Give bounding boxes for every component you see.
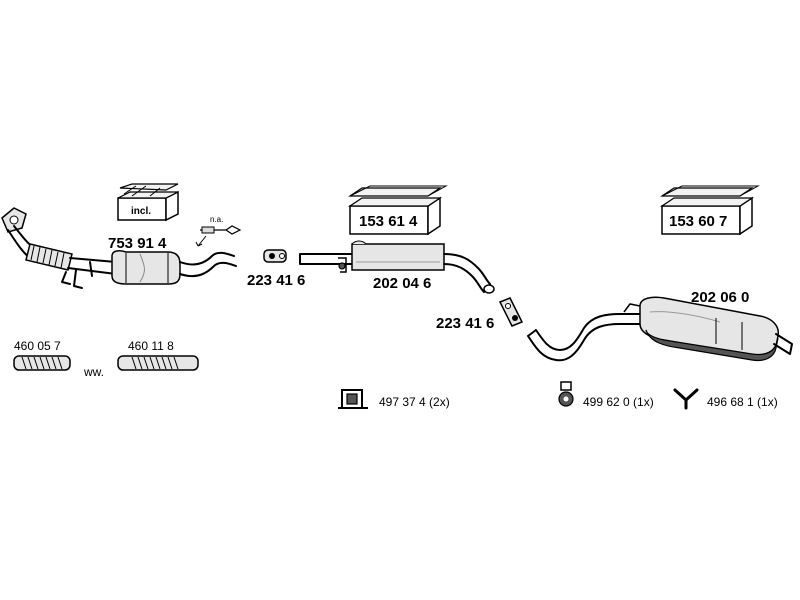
mount-3-icon (673, 388, 699, 410)
centre-silencer-number: 202 04 6 (373, 275, 431, 292)
box-1-number: 153 61 4 (359, 213, 418, 230)
flex-pipe-1-icon (13, 355, 71, 371)
sensor-note: n.a. (210, 215, 223, 224)
incl-parts-box: incl. (117, 183, 179, 222)
flex-pipe-2-number: 460 11 8 (128, 339, 174, 353)
centre-silencer (299, 240, 495, 294)
box-2: 153 60 7 (660, 185, 760, 236)
mount-3-number: 496 68 1 (1x) (707, 395, 778, 409)
incl-label: incl. (131, 206, 151, 217)
mount-1-number: 497 37 4 (2x) (379, 395, 450, 409)
clamp-2-icon (498, 297, 524, 327)
rear-silencer-number: 202 06 0 (691, 289, 749, 306)
flex-pipe-2-icon (117, 355, 199, 371)
box-2-number: 153 60 7 (669, 213, 727, 230)
catalytic-converter-number: 753 91 4 (108, 235, 167, 252)
box-1: 153 61 4 (348, 185, 448, 236)
flex-pipe-1-number: 460 05 7 (14, 339, 61, 353)
mount-2-number: 499 62 0 (1x) (583, 395, 654, 409)
clamp-1-number: 223 41 6 (247, 272, 305, 289)
ww-note: ww. (83, 365, 104, 379)
clamp-2-number: 223 41 6 (436, 315, 494, 332)
mount-2-icon (558, 381, 574, 407)
clamp-1-icon (263, 249, 287, 263)
mount-1-icon (338, 389, 368, 409)
lambda-sensor: n.a. (195, 215, 242, 247)
front-pipe-with-catalytic-converter (1, 207, 237, 289)
rear-silencer (527, 296, 793, 362)
